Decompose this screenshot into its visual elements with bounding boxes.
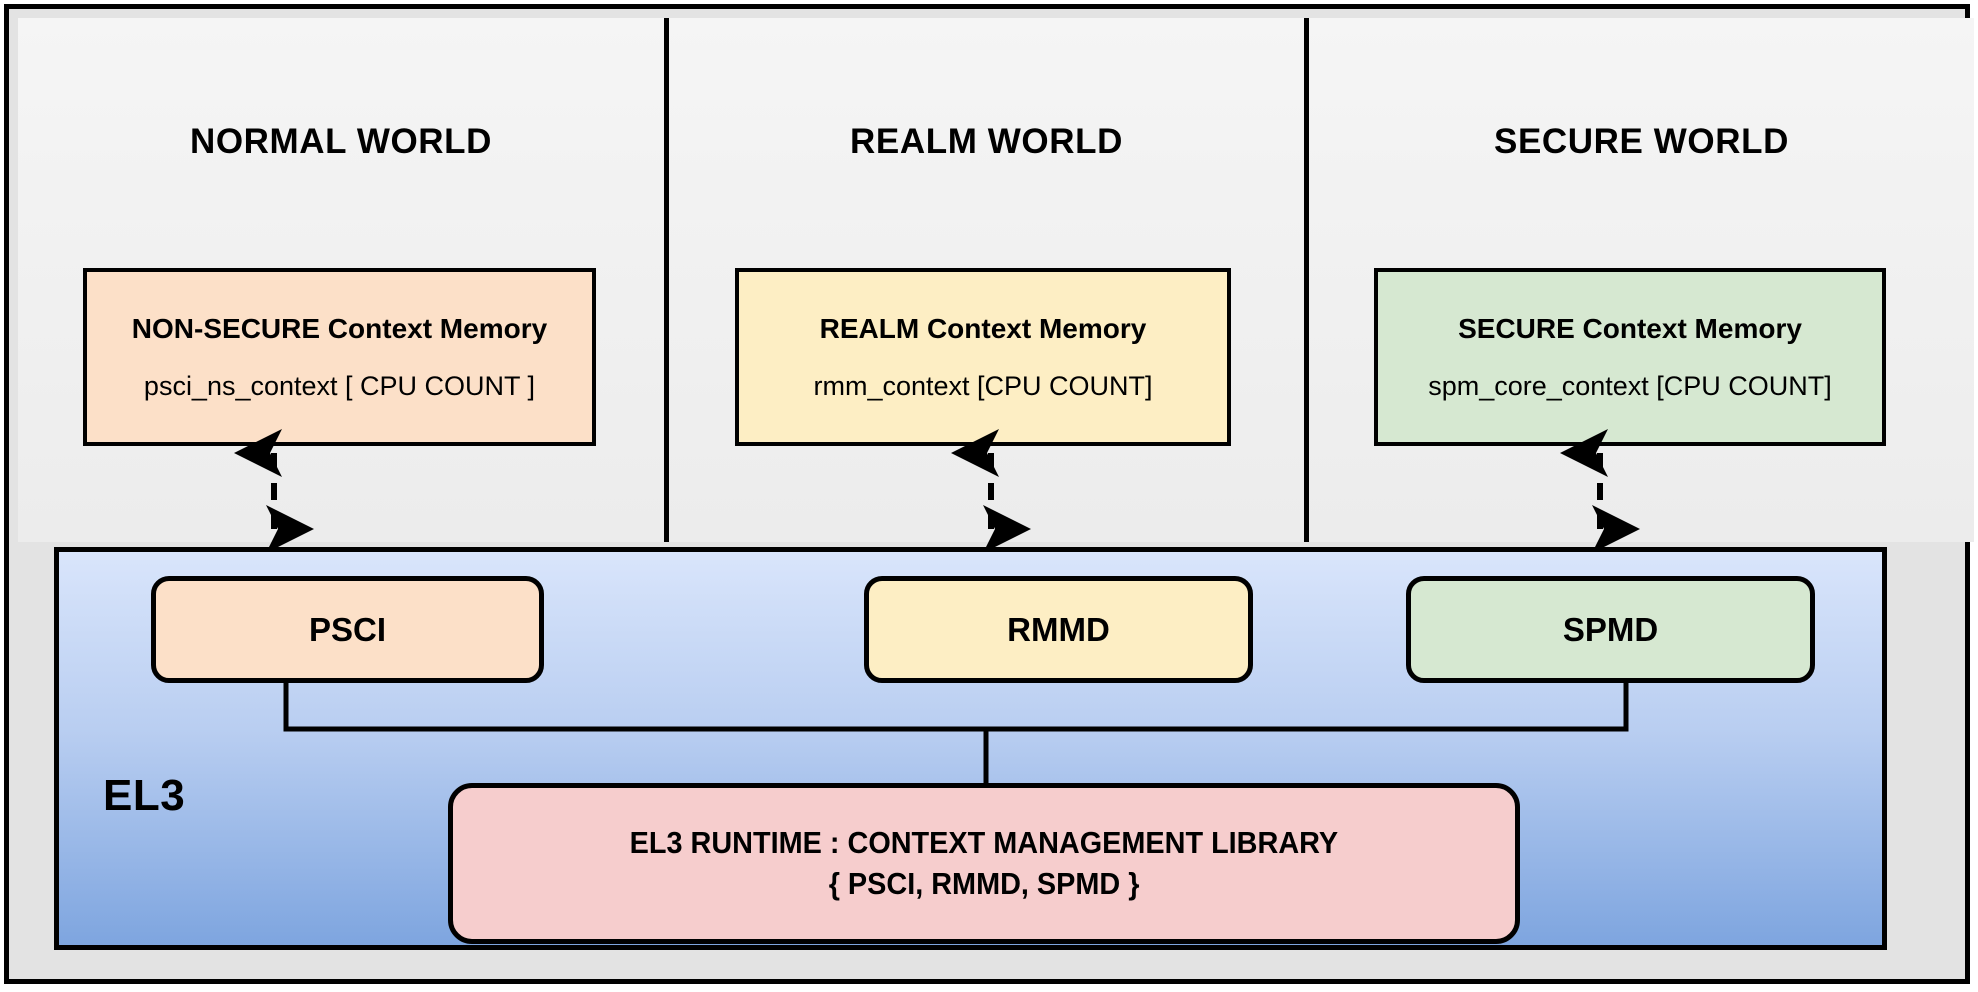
diagram-outer-frame: NORMAL WORLD REALM WORLD SECURE WORLD NO… [4,4,1974,984]
runtime-library-line-2: { PSCI, RMMD, SPMD } [828,865,1140,901]
el3-runtime-library-box[interactable]: EL3 RUNTIME : CONTEXT MANAGEMENT LIBRARY… [448,783,1520,944]
context-memory-subtitle-secure: spm_core_context [CPU COUNT] [1428,370,1832,401]
context-memory-title-secure: SECURE Context Memory [1458,312,1802,344]
context-memory-title-non-secure: NON-SECURE Context Memory [131,312,548,344]
world-divider-1 [664,18,669,542]
context-memory-box-realm[interactable]: REALM Context Memory rmm_context [CPU CO… [735,268,1231,446]
world-title-secure: SECURE WORLD [1494,122,1789,161]
context-memory-box-secure[interactable]: SECURE Context Memory spm_core_context [… [1374,268,1886,446]
world-column-normal: NORMAL WORLD [18,18,664,542]
runtime-library-line-1: EL3 RUNTIME : CONTEXT MANAGEMENT LIBRARY [629,824,1339,860]
dispatcher-label-psci: PSCI [308,610,387,648]
dispatcher-box-rmmd[interactable]: RMMD [864,576,1253,683]
worlds-strip: NORMAL WORLD REALM WORLD SECURE WORLD NO… [18,18,1974,542]
bus-path [283,680,1629,732]
world-title-realm: REALM WORLD [850,122,1123,161]
el3-label: EL3 [103,771,186,820]
context-memory-title-realm: REALM Context Memory [819,312,1147,344]
world-column-secure: SECURE WORLD [1309,18,1974,542]
dispatcher-label-spmd: SPMD [1562,610,1659,648]
world-title-normal: NORMAL WORLD [189,122,493,161]
el3-panel: EL3 PSCI RMMD SPMD EL3 RUNTIME : CONTEXT… [54,547,1887,950]
context-memory-subtitle-non-secure: psci_ns_context [ CPU COUNT ] [143,370,536,401]
dispatcher-box-spmd[interactable]: SPMD [1406,576,1815,683]
context-memory-subtitle-realm: rmm_context [CPU COUNT] [813,370,1153,401]
dispatcher-box-psci[interactable]: PSCI [151,576,544,683]
context-memory-box-non-secure[interactable]: NON-SECURE Context Memory psci_ns_contex… [83,268,596,446]
dispatcher-label-rmmd: RMMD [1007,610,1110,648]
world-column-realm: REALM WORLD [669,18,1304,542]
world-divider-2 [1304,18,1309,542]
